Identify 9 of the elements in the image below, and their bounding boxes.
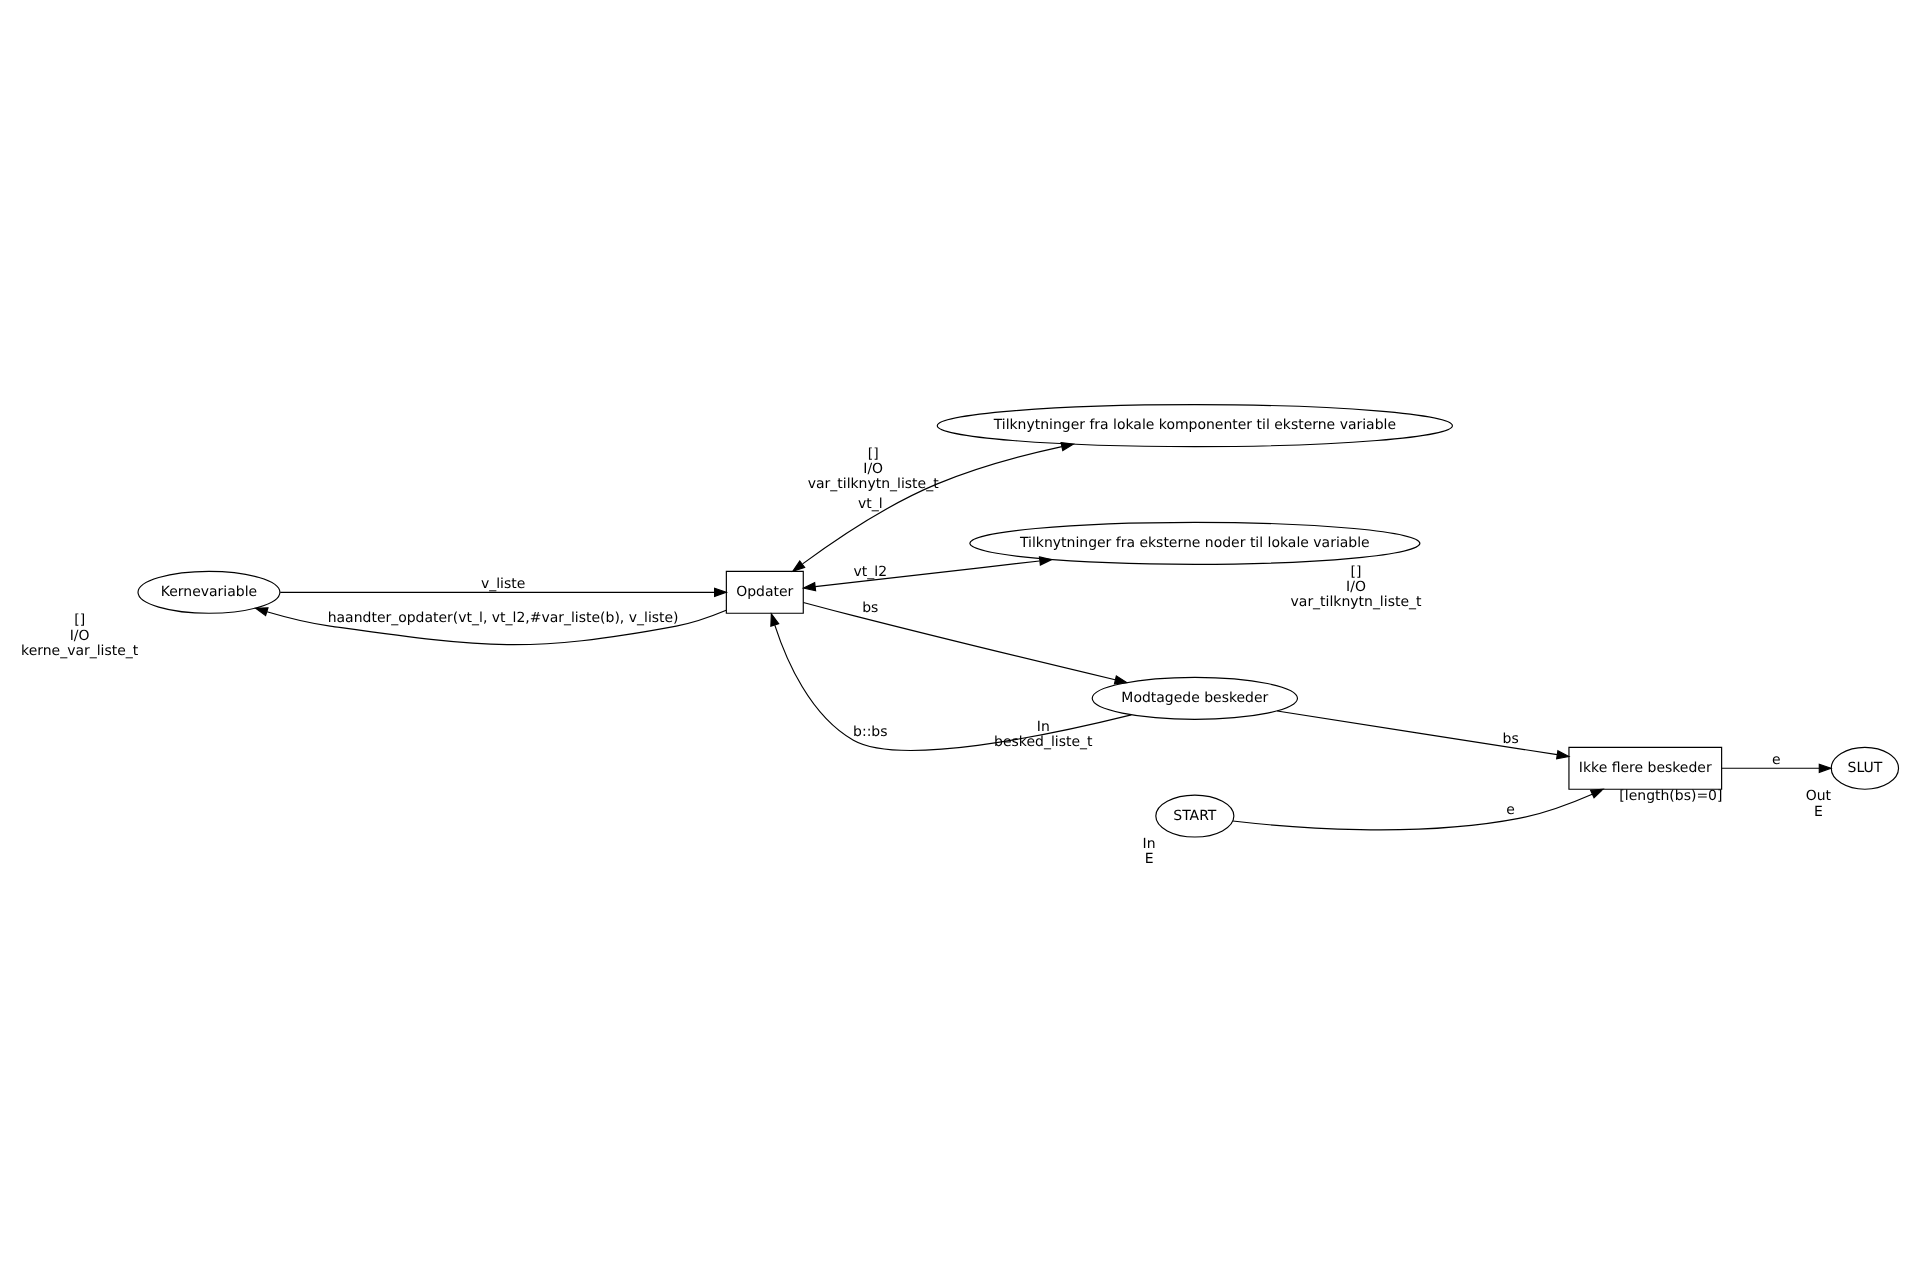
arrow: [1276, 710, 1571, 760]
arrow: [253, 607, 727, 646]
arrow: [279, 587, 729, 598]
arrow: [1232, 788, 1605, 831]
arrow: [802, 601, 1129, 685]
arrow: [791, 441, 1076, 573]
arrow: [1721, 763, 1833, 774]
arrow: [770, 612, 1132, 751]
arrow: [801, 556, 1054, 592]
